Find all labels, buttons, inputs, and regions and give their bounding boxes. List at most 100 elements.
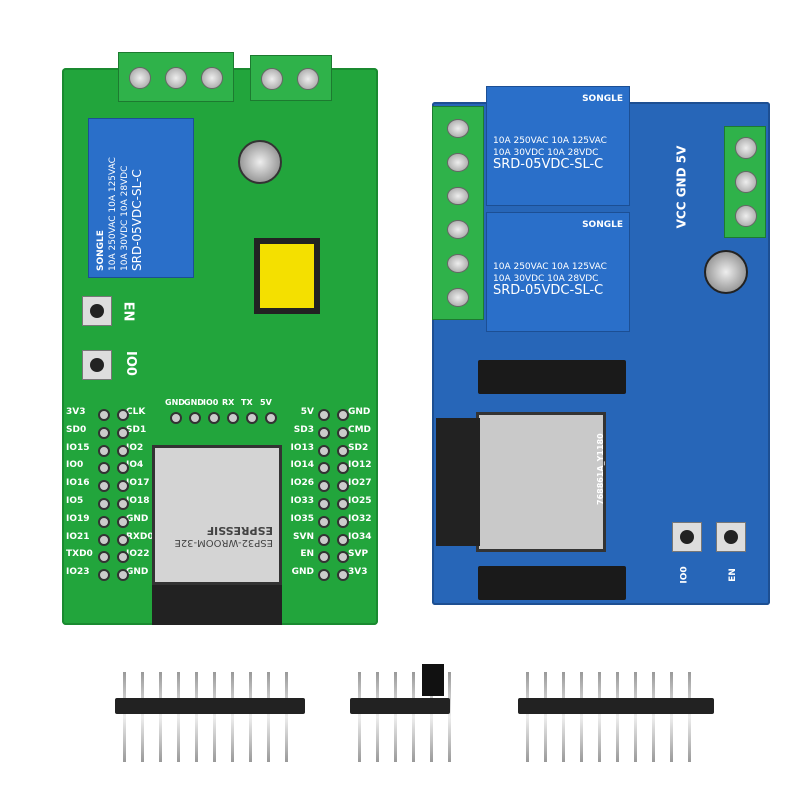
pin-label: GND <box>126 513 149 524</box>
en-button[interactable] <box>716 522 746 552</box>
header-pin <box>284 672 288 762</box>
pin-hole <box>318 569 330 582</box>
pin-label: SD0 <box>66 424 87 435</box>
antenna <box>152 585 282 625</box>
pin-label: IO25 <box>348 495 372 506</box>
pin-hole <box>318 480 330 493</box>
pin-hole <box>98 569 110 582</box>
pin-label: EN <box>300 549 314 560</box>
en-button[interactable] <box>82 296 112 326</box>
pin-hole <box>337 444 349 457</box>
pin-hole <box>98 480 110 493</box>
pin-label: IO26 <box>290 478 314 489</box>
pin-label: IO2 <box>126 442 144 453</box>
header-pin <box>669 672 673 762</box>
io0-button[interactable] <box>672 522 702 552</box>
pin-label: TX <box>241 398 253 407</box>
pin-label: GND <box>184 398 204 407</box>
pin-hole <box>318 533 330 546</box>
pin-label: IO15 <box>66 442 90 453</box>
header-pin <box>266 672 270 762</box>
antenna <box>436 418 480 546</box>
esp32-module: ESP32-WROOM-32E ESPRESSIF <box>152 445 282 585</box>
header-pin <box>447 672 451 762</box>
header-pin <box>525 672 529 762</box>
screw-terminal-2 <box>250 55 332 101</box>
pin-label: 5V <box>260 398 272 407</box>
pin-hole <box>117 426 129 439</box>
header-pin <box>176 672 180 762</box>
pin-hole <box>318 498 330 510</box>
pin-hole <box>227 412 239 424</box>
header-pin <box>597 672 601 762</box>
en-label: EN <box>120 301 136 322</box>
pin-hole <box>98 426 110 439</box>
pin-hole <box>117 551 129 564</box>
pin-hole <box>117 533 129 546</box>
pin-label: IO27 <box>348 478 372 489</box>
header-pin <box>429 672 433 762</box>
pin-hole <box>337 426 349 439</box>
pin-hole <box>337 409 349 421</box>
pin-hole <box>337 498 349 510</box>
pin-label: IO34 <box>348 531 372 542</box>
pin-hole <box>117 444 129 457</box>
pin-hole <box>246 412 258 424</box>
header-pin <box>248 672 252 762</box>
pin-label: RX <box>222 398 235 407</box>
pin-hole <box>318 409 330 421</box>
pin-label: IO12 <box>348 460 372 471</box>
pin-label: IO21 <box>66 531 90 542</box>
pin-label: IO35 <box>290 513 314 524</box>
pin-hole <box>117 480 129 493</box>
pin-label: IO17 <box>126 478 150 489</box>
header-pin <box>122 672 126 762</box>
pin-hole <box>318 462 330 475</box>
pin-hole <box>318 444 330 457</box>
io0-button[interactable] <box>82 350 112 380</box>
pin-label: IO16 <box>66 478 90 489</box>
power-terminal <box>724 126 766 238</box>
pin-hole <box>98 498 110 510</box>
pin-hole <box>337 515 349 528</box>
pin-label: IO23 <box>66 567 90 578</box>
pin-label: IO22 <box>126 549 150 560</box>
pin-label: GND <box>165 398 185 407</box>
pin-hole <box>318 551 330 564</box>
pin-label: IO33 <box>290 495 314 506</box>
pin-hole <box>98 533 110 546</box>
pin-label: SD1 <box>126 424 147 435</box>
screw-terminal-3 <box>118 52 234 102</box>
pin-hole <box>98 515 110 528</box>
screw-terminal-6 <box>432 106 484 320</box>
io0-label: IO0 <box>122 351 138 376</box>
pin-label: GND <box>348 407 371 417</box>
pin-label: IO18 <box>126 495 150 506</box>
pin-hole <box>208 412 220 424</box>
pin-label: GND <box>126 567 149 578</box>
pin-hole <box>318 515 330 528</box>
header-pin <box>140 672 144 762</box>
pin-hole <box>117 515 129 528</box>
pin-header-6-with-jumper <box>350 664 458 762</box>
relay: SONGLE 10A 250VAC 10A 125VAC 10A 30VDC 1… <box>88 118 194 278</box>
pin-hole <box>170 412 182 424</box>
header-pin <box>194 672 198 762</box>
pin-label: IO4 <box>126 460 144 471</box>
pin-hole <box>337 533 349 546</box>
pin-hole <box>98 551 110 564</box>
header-pin <box>393 672 397 762</box>
header-pin <box>687 672 691 762</box>
header-pin <box>651 672 655 762</box>
pin-header-10 <box>115 672 305 762</box>
capacitor <box>238 140 282 184</box>
pin-hole <box>117 498 129 510</box>
header-pin <box>579 672 583 762</box>
pin-header-10 <box>518 672 714 762</box>
header-pin <box>633 672 637 762</box>
pin-hole <box>265 412 277 424</box>
top-female-header <box>478 360 626 394</box>
